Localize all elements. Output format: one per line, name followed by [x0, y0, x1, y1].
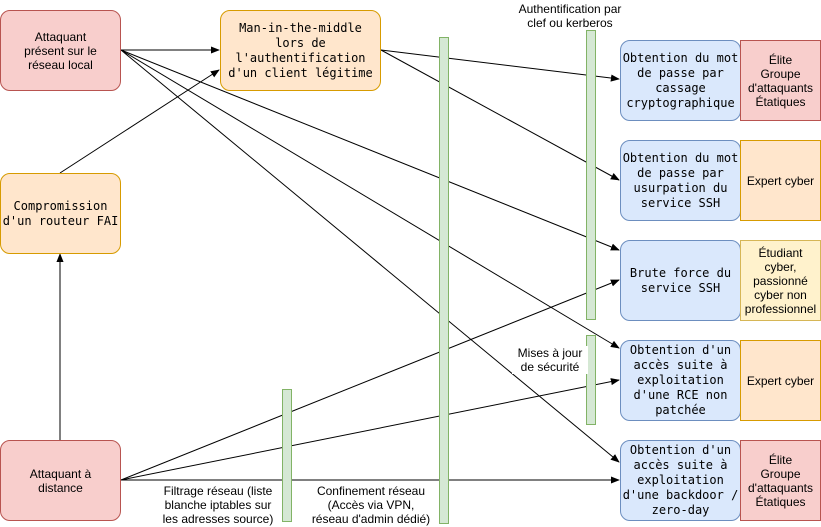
edge-remote-to-rce [120, 378, 620, 481]
defense-bar-network-confinement [439, 37, 449, 524]
profile-tag-backdoor: Élite Groupe d'attaquants Étatiques [740, 440, 821, 521]
edge-local-to-backdoor [120, 49, 620, 463]
node-mitm: Man-in-the-middle lors de l'authentifica… [220, 10, 381, 91]
node-backdoor: Obtention d'un accès suite à exploitatio… [620, 440, 741, 521]
edge-mitm-to-cracking [380, 49, 620, 82]
edge-remote-to-bruteforce [120, 279, 620, 481]
defense-label-key-auth: Authentification par clef ou kerberos [518, 2, 622, 30]
defense-label-network-filtering: Filtrage réseau (liste blanche iptables … [155, 484, 281, 526]
profile-tag-brute-force: Étudiant cyber, passionné cyber non prof… [740, 240, 821, 321]
node-password-cracking: Obtention du mot de passe par cassage cr… [620, 40, 741, 121]
node-rce: Obtention d'un accès suite à exploitatio… [620, 340, 741, 421]
profile-tag-rce: Expert cyber [740, 340, 821, 421]
defense-label-network-confinement: Confinement réseau (Accès via VPN, résea… [308, 484, 434, 526]
edge-mitm-to-spoofing [380, 49, 620, 181]
node-isp-router: Compromission d'un routeur FAI [0, 173, 121, 254]
edge-local-to-spoofing [120, 49, 620, 251]
profile-tag-password-cracking: Élite Groupe d'attaquants Étatiques [740, 40, 821, 121]
node-brute-force: Brute force du service SSH [620, 240, 741, 321]
edge-local-to-rce [120, 49, 620, 349]
defense-bar-security-updates [586, 335, 596, 425]
edge-router-to-mitm [59, 69, 220, 174]
node-attacker-remote: Attaquant à distance [0, 440, 121, 521]
profile-tag-password-spoofing: Expert cyber [740, 140, 821, 221]
defense-bar-key-auth [586, 30, 596, 320]
defense-label-security-updates: Mises à jour de sécurité [512, 346, 588, 374]
defense-bar-network-filtering [282, 389, 292, 522]
node-attacker-local: Attaquant présent sur le réseau local [0, 10, 121, 91]
node-password-spoofing: Obtention du mot de passe par usurpation… [620, 140, 741, 221]
